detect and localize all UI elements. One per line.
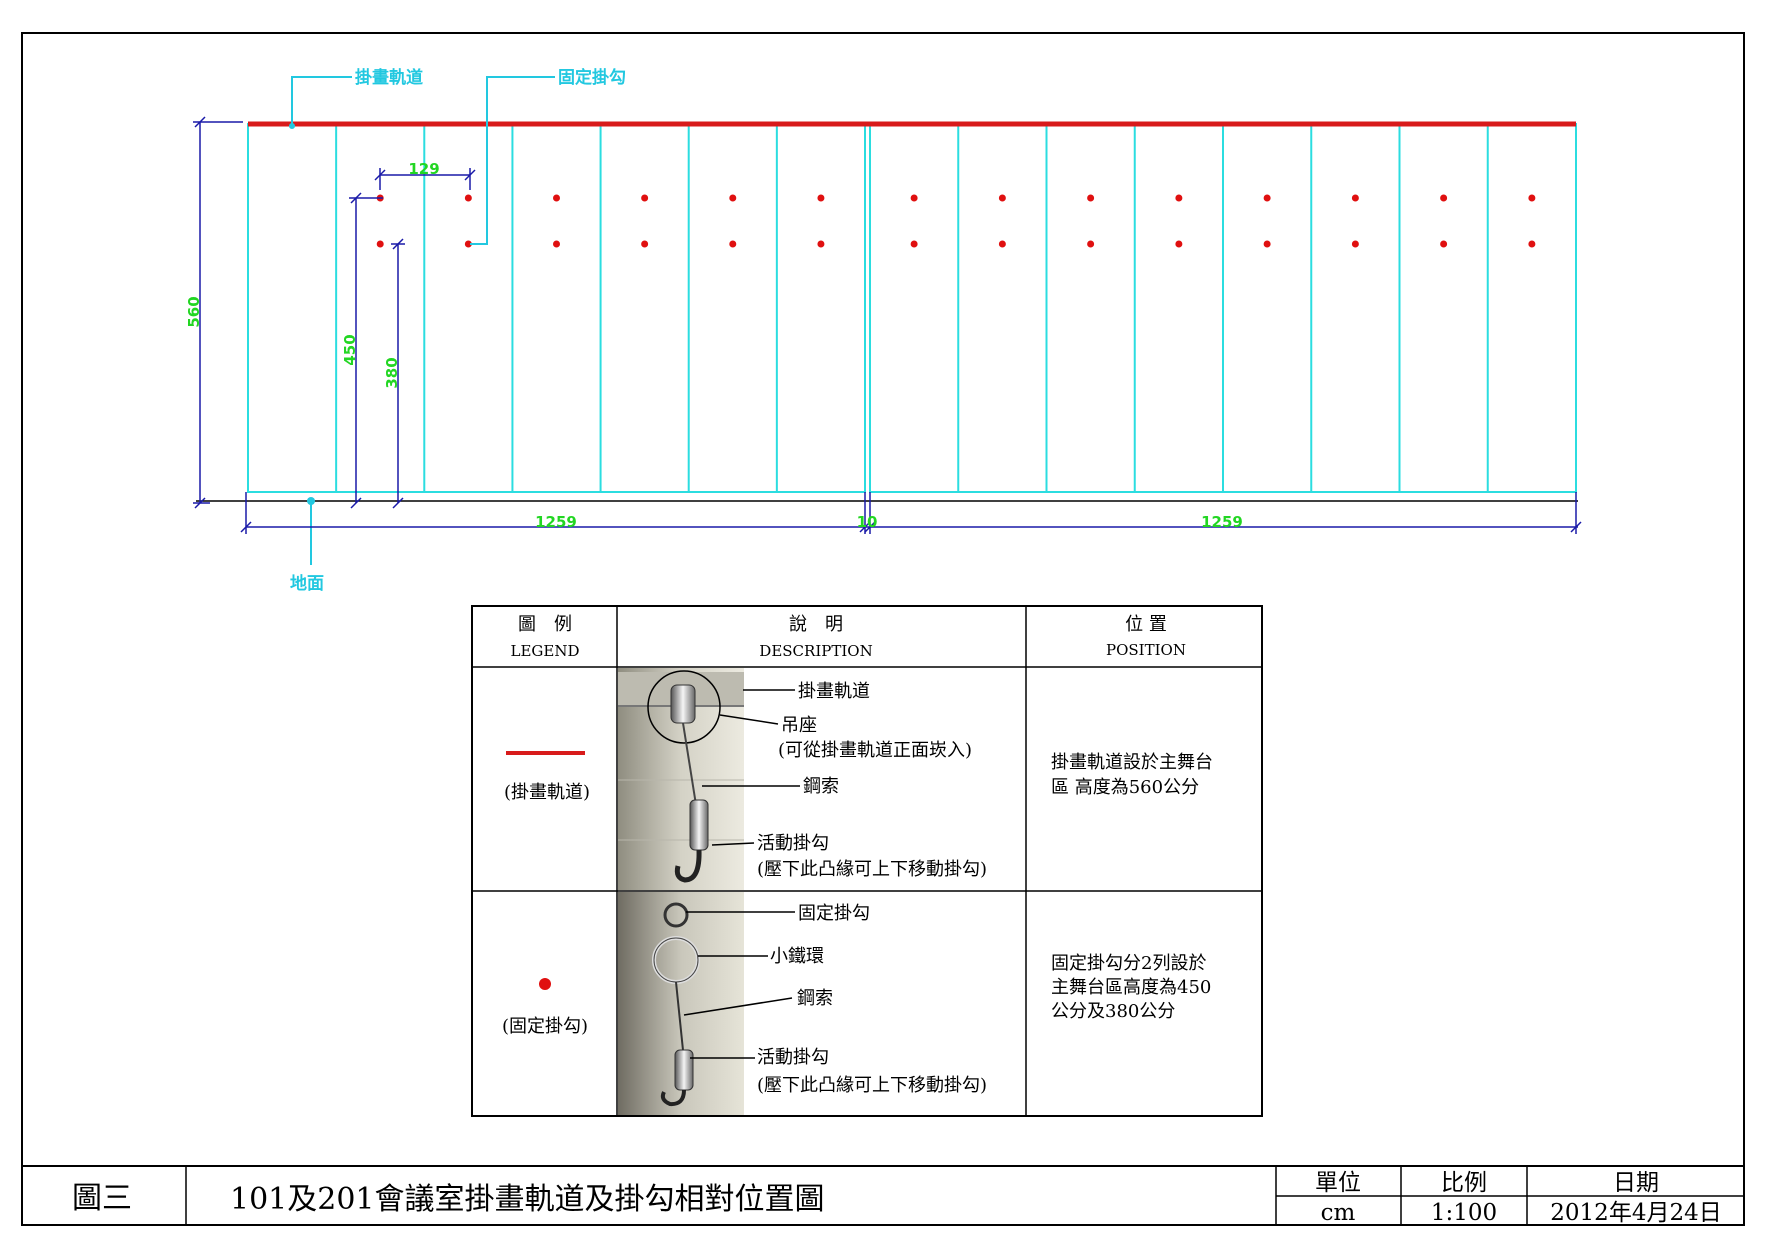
dim-hook-lower: [391, 238, 405, 509]
sheet-border: [21, 32, 1745, 1226]
header-pos-zh: 位 置: [1125, 614, 1167, 635]
unit-label: 單位: [1315, 1170, 1361, 1196]
hook-callout-cable: 鋼索: [797, 988, 833, 1009]
fixed-hook-dot: [1087, 194, 1095, 202]
fixed-hook-dot: [1528, 240, 1536, 248]
wall-left-outline: [247, 123, 866, 493]
hook-photo-leaders: [683, 911, 795, 1059]
fixed-hook-dot: [910, 240, 918, 248]
dim-widths: [240, 492, 1582, 534]
fixed-hook-dot: [1440, 240, 1448, 248]
header-desc-en: DESCRIPTION: [759, 642, 872, 660]
dim-right-width-label: 1259: [1201, 513, 1243, 531]
dim-left-width-label: 1259: [535, 513, 577, 531]
hook-position-line-1: 固定掛勾分2列設於: [1051, 953, 1206, 974]
fixed-hook-dot: [1263, 194, 1271, 202]
dim-total-height-label: 560: [185, 296, 203, 327]
fixed-hook-dot: [641, 194, 649, 202]
hook-callout-sliding-hook-note: (壓下此凸緣可上下移動掛勾): [757, 1075, 987, 1096]
rail-callout-leader: [291, 76, 352, 126]
fixed-hook-dot: [1528, 194, 1536, 202]
dim-hook-spacing-label: 129: [408, 160, 439, 178]
hook-hardware-photo: [618, 892, 744, 1115]
hook-callout-sliding-hook: 活動掛勾: [757, 1047, 829, 1068]
fixed-hook-dot: [1351, 194, 1359, 202]
fixed-hook-dot: [376, 240, 384, 248]
rail-callout-sliding-hook-note: (壓下此凸緣可上下移動掛勾): [757, 859, 987, 880]
rail-callout-rail: 掛畫軌道: [798, 681, 870, 702]
dim-hook-spacing: [374, 168, 476, 190]
unit-value: cm: [1321, 1200, 1356, 1226]
panel-dividers: [335, 124, 1489, 492]
fixed-hook-dot: [998, 240, 1006, 248]
legend-rail-label: (掛畫軌道): [504, 782, 590, 803]
scale-value: 1:100: [1431, 1200, 1497, 1226]
figure-number: 圖三: [72, 1181, 132, 1216]
dim-hook-lower-label: 380: [383, 357, 401, 388]
header-pos-en: POSITION: [1106, 641, 1186, 659]
hook-callout-fixed-hook: 固定掛勾: [798, 903, 870, 924]
scale-label: 比例: [1441, 1170, 1487, 1196]
fixed-hook-dot: [553, 240, 560, 248]
legend-hook-swatch: [539, 978, 551, 990]
wall-elevation: 掛畫軌道 固定掛勾 地面 560 450: [185, 67, 1582, 594]
fixed-hook-dot: [1263, 240, 1271, 248]
fixed-hook-dot: [464, 240, 472, 248]
fixed-hook-dot: [729, 240, 737, 248]
fixed-hook-dot: [998, 194, 1006, 202]
fixed-hook-dot: [817, 194, 825, 202]
rail-callout-hanger-note: (可從掛畫軌道正面崁入): [778, 740, 972, 761]
hook-callout-label: 固定掛勾: [558, 67, 626, 88]
fixed-hook-dot: [1175, 240, 1183, 248]
rail-position-line-1: 掛畫軌道設於主舞台: [1051, 752, 1213, 773]
hook-dots: [376, 194, 1536, 248]
drawing-title: 101及201會議室掛畫軌道及掛勾相對位置圖: [230, 1182, 825, 1217]
rail-callout-sliding-hook: 活動掛勾: [757, 833, 829, 854]
rail-position-line-2: 區 高度為560公分: [1051, 777, 1199, 798]
dim-gap-label: 10: [857, 513, 878, 531]
fixed-hook-dot: [464, 194, 472, 202]
floor-callout-label: 地面: [290, 573, 324, 594]
rail-photo-leaders: [702, 689, 800, 846]
rail-hardware-photo: [618, 668, 744, 890]
floor-callout-dot: [307, 497, 315, 505]
header-legend-en: LEGEND: [511, 642, 580, 660]
fixed-hook-dot: [641, 240, 649, 248]
rail-callout-label: 掛畫軌道: [355, 67, 423, 88]
date-value: 2012年4月24日: [1550, 1200, 1721, 1226]
fixed-hook-dot: [553, 194, 560, 202]
rail-callout-dot: [289, 123, 295, 129]
hook-callout-ring: 小鐵環: [770, 946, 824, 967]
rail-callout-cable: 鋼索: [803, 776, 839, 797]
fixed-hook-dot: [817, 240, 825, 248]
fixed-hook-dot: [910, 194, 918, 202]
fixed-hook-dot: [1351, 240, 1359, 248]
title-block: 圖三 101及201會議室掛畫軌道及掛勾相對位置圖 單位 cm 比例 1:100…: [22, 1165, 1744, 1226]
date-label: 日期: [1613, 1170, 1659, 1196]
hook-callout-leader: [470, 76, 555, 245]
fixed-hook-dot: [1087, 240, 1095, 248]
dim-total-height: [193, 116, 243, 509]
header-desc-zh: 說 明: [789, 614, 843, 635]
dim-hook-upper: [349, 192, 383, 509]
fixed-hook-dot: [729, 194, 737, 202]
fixed-hook-dot: [1440, 194, 1448, 202]
legend-table: 圖 例 LEGEND 說 明 DESCRIPTION 位 置 POSITION …: [471, 605, 1263, 1117]
dim-hook-upper-label: 450: [341, 334, 359, 365]
fixed-hook-dot: [1175, 194, 1183, 202]
legend-hook-label: (固定掛勾): [502, 1016, 588, 1037]
hook-position-line-2: 主舞台區高度為450: [1051, 977, 1211, 998]
hook-position-line-3: 公分及380公分: [1051, 1001, 1175, 1022]
header-legend-zh: 圖 例: [518, 614, 572, 635]
rail-callout-hanger: 吊座: [781, 715, 817, 736]
